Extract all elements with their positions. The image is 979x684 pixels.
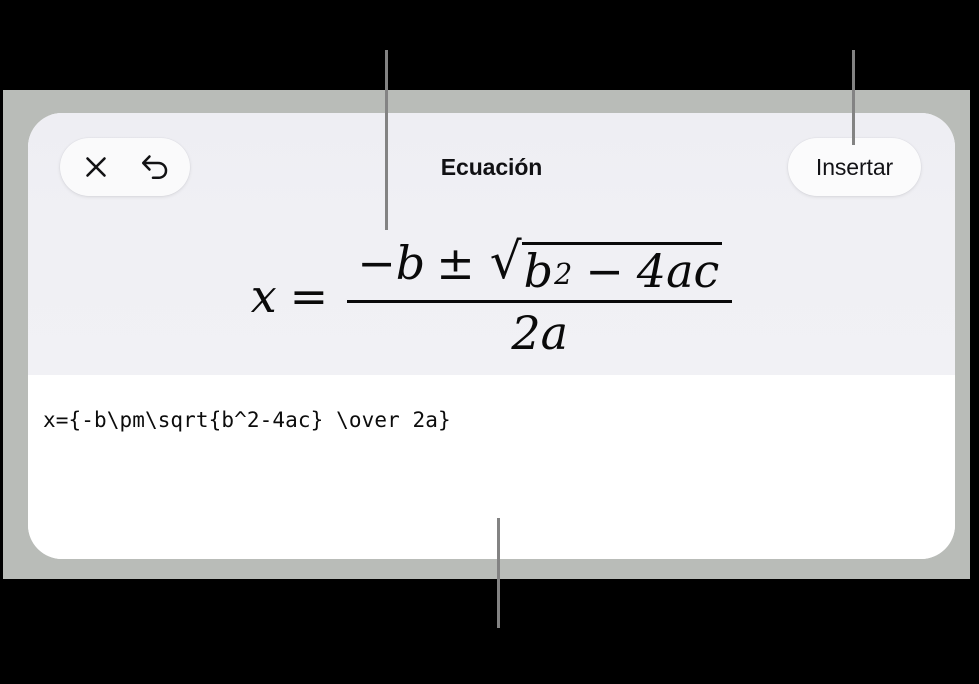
undo-button[interactable] (135, 147, 175, 187)
latex-editor-region[interactable]: x={-b\pm\sqrt{b^2-4ac} \over 2a} (28, 375, 955, 559)
callout-line-insert-button (852, 50, 855, 145)
plus-minus-sign: ± (436, 236, 475, 290)
radicand-minus: − (585, 244, 624, 298)
fraction-bar (347, 300, 733, 303)
undo-icon (140, 153, 170, 181)
numerator-minus: − (357, 236, 396, 290)
denominator-a: a (540, 306, 569, 360)
formula-denominator: 2a (501, 303, 578, 356)
close-icon (83, 154, 109, 180)
radicand-b: b (523, 244, 554, 298)
radicand-a: a (666, 244, 694, 298)
callout-line-latex-editor (497, 518, 500, 628)
close-button[interactable] (76, 147, 116, 187)
panel-title: Ecuación (440, 154, 543, 180)
radicand-coefficient: 4 (636, 244, 667, 298)
numerator-b: b (395, 236, 426, 290)
denominator-coefficient: 2 (511, 306, 541, 360)
insert-button[interactable]: Insertar (788, 138, 921, 196)
equation-toolbar: Ecuación Insertar (28, 113, 955, 223)
radical-sign: √ (489, 232, 522, 290)
formula-equals: = (289, 269, 329, 323)
toolbar-pill (60, 138, 190, 196)
formula-lhs: x (250, 269, 277, 323)
latex-source-input[interactable]: x={-b\pm\sqrt{b^2-4ac} \over 2a} (43, 408, 451, 432)
radicand-c: c (693, 244, 720, 298)
callout-line-equation-title (385, 50, 388, 230)
